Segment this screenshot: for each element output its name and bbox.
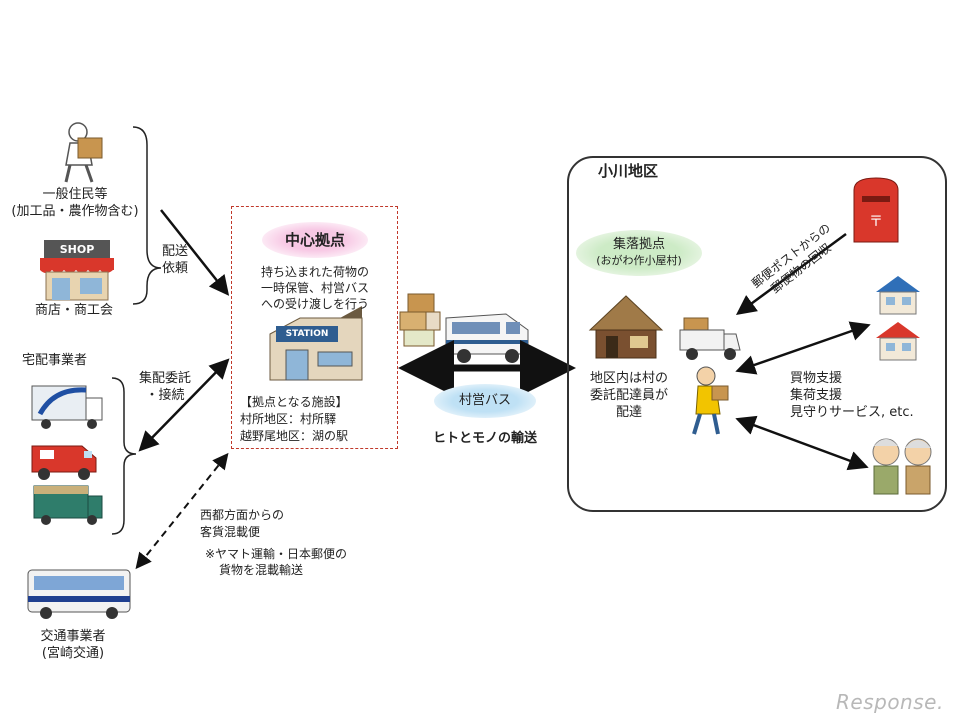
courier-truck-green-icon (33, 485, 103, 525)
delivery-request-label: 配送 依頼 (161, 244, 188, 276)
arrow-post-to-truck (735, 232, 847, 315)
village-bus-label: 村営バス (458, 393, 511, 408)
settlement-title: 集落拠点 (612, 237, 665, 252)
village-bus-caption: ヒトとモノの輸送 (432, 431, 537, 446)
village-van-icon (445, 313, 529, 363)
mail-post-icon: 〒 (853, 177, 899, 243)
pickup-consign-label: 集配委託 ・接続 (138, 371, 191, 403)
arrow-request-to-hub (160, 209, 230, 296)
village-bus-pill: 村営バス (434, 384, 536, 418)
shop-building-icon (40, 240, 114, 301)
response-watermark: Response. (836, 690, 944, 714)
house-blue-icon (876, 276, 920, 315)
hub-description: 持ち込まれた荷物の 一時保管、村営バス への受け渡しを行う (260, 265, 369, 311)
arrow-elderly (735, 415, 869, 471)
route-bus-subnote: ※ヤマト運輸・日本郵便の 貨物を混載輸送 (205, 547, 348, 577)
shop-sign: SHOP (59, 243, 95, 256)
settlement-subtitle: (おがわ作小屋村) (596, 254, 682, 267)
station-building-icon (269, 306, 363, 381)
route-bus-icon (27, 569, 131, 619)
thatched-house-icon (588, 295, 664, 359)
house-red-icon (876, 322, 920, 361)
hub-facilities: 【拠点となる施設】 村所地区：村所驛 越野尾地区：湖の駅 (240, 395, 349, 443)
transport-label: 交通事業者 (宮崎交通) (40, 629, 106, 661)
courier-truck-red-icon (31, 445, 97, 480)
delivery-note: 地区内は村の 委託配達員が 配達 (589, 371, 668, 420)
route-bus-note: 西都方面からの 客貨混載便 (200, 508, 285, 539)
arrow-hub-couriers (138, 358, 230, 452)
couriers-label: 宅配事業者 (22, 353, 88, 368)
arrow-houses (735, 321, 871, 375)
central-hub-box (231, 206, 398, 449)
delivery-truck-icon (679, 317, 741, 360)
support-services: 買物支援 集荷支援 見守りサービス, etc. (790, 371, 914, 420)
ogawa-title: 小川地区 (598, 162, 659, 180)
shop-label: 商店・商工会 (34, 303, 113, 318)
courier-truck-blue-icon (31, 385, 103, 429)
resident-carrying-box-icon (64, 122, 103, 183)
hub-title: 中心拠点 (284, 231, 345, 249)
delivery-worker-icon (692, 366, 729, 435)
ogawa-district-box (567, 156, 947, 512)
hub-title-pill: 中心拠点 (262, 222, 368, 258)
settlement-pill: 集落拠点 (おがわ作小屋村) (576, 230, 702, 276)
residents-label: 一般住民等 (加工品・農作物含む) (11, 187, 139, 219)
left-brace (132, 126, 162, 305)
svg-text:〒: 〒 (869, 214, 883, 230)
cargo-boxes-icon (399, 293, 441, 347)
station-sign: STATION (285, 329, 329, 339)
